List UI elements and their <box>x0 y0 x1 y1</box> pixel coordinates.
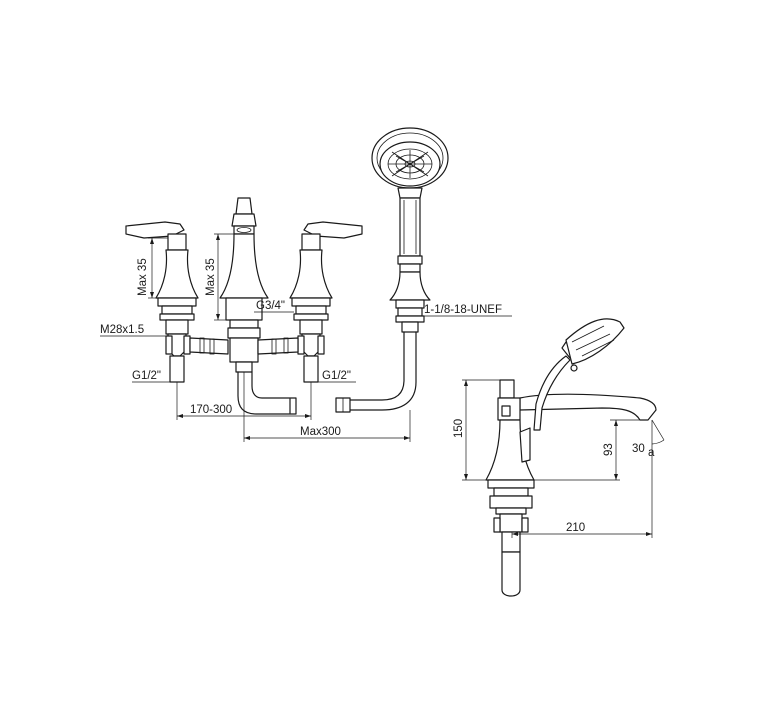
side-view <box>485 318 657 597</box>
label-thread: 1-1/8-18-UNEF <box>424 304 502 316</box>
dimension-lines <box>100 233 665 538</box>
label-max300: Max300 <box>300 426 341 438</box>
label-m28: M28x1.5 <box>100 324 144 336</box>
label-max35-center: Max 35 <box>205 258 217 296</box>
label-g34: G3/4" <box>256 300 285 312</box>
label-h150: 150 <box>453 419 465 438</box>
label-angle: 30 <box>632 443 645 455</box>
dimension-labels: Max 35 Max 35 G3/4" 1-1/8-18-UNEF M28x1.… <box>100 258 655 534</box>
label-g12-left: G1/2" <box>132 370 161 382</box>
label-h93: 93 <box>603 443 615 456</box>
label-spread: 170-300 <box>190 404 232 416</box>
label-g12-right: G1/2" <box>322 370 351 382</box>
left-handle-valve <box>125 221 199 383</box>
connecting-hoses <box>189 337 299 415</box>
label-max35-left: Max 35 <box>137 258 149 296</box>
label-angle-unit: a <box>648 447 655 459</box>
label-len210: 210 <box>566 522 585 534</box>
right-handle-valve <box>289 221 363 383</box>
hand-shower-front <box>335 127 449 413</box>
center-spout-valve <box>219 197 269 373</box>
